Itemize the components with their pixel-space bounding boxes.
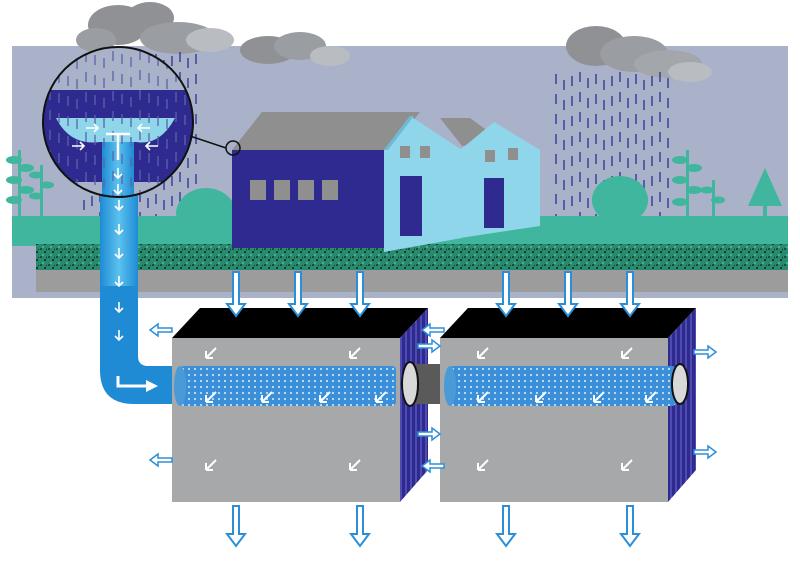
arrow-icon [477, 347, 489, 359]
building-left [232, 112, 462, 252]
arrow-icon [205, 347, 217, 359]
infiltration-chamber-2 [440, 308, 696, 502]
arrow-icon [205, 391, 217, 403]
arrow-icon [693, 444, 718, 460]
arrow-icon [375, 391, 387, 403]
down-arrow-icon [349, 505, 371, 548]
cloud-right [566, 26, 712, 82]
arrow-icon [148, 452, 173, 468]
down-arrow-icon [557, 271, 579, 318]
down-arrow-icon [349, 271, 371, 318]
down-arrow-icon [619, 505, 641, 548]
lateral-flow-arrows [148, 322, 718, 474]
tree-left [6, 150, 54, 225]
arrow-icon [417, 338, 442, 354]
building-right [440, 118, 540, 238]
arrow-icon [261, 391, 273, 403]
arrow-icon [114, 248, 124, 260]
arrow-icon [645, 391, 657, 403]
infiltration-arrows [225, 271, 641, 548]
funnel-icon [106, 132, 130, 160]
arrow-icon [114, 302, 124, 314]
pipe-flow-arrows [114, 200, 124, 342]
arrow-icon [114, 330, 124, 342]
down-arrow-icon [225, 271, 247, 318]
down-arrow-icon [619, 271, 641, 318]
arrow-icon [319, 391, 331, 403]
down-arrow-icon [287, 271, 309, 318]
arrow-icon [349, 459, 361, 471]
arrow-icon [621, 459, 633, 471]
gutter-magnifier [42, 46, 241, 198]
arrow-icon [205, 459, 217, 471]
tree-right [672, 150, 782, 225]
grass-surface [36, 244, 788, 270]
arrow-icon [593, 391, 605, 403]
arrow-icon [417, 426, 442, 442]
arrow-icon [477, 459, 489, 471]
perforated-pipe-1 [180, 366, 396, 406]
down-arrow-icon [495, 505, 517, 548]
soil-edge [36, 270, 788, 292]
chamber-flow-arrows [205, 347, 657, 471]
arrow-icon [114, 200, 124, 212]
arrow-icon [693, 344, 718, 360]
infiltration-chamber-1 [172, 308, 428, 502]
arrow-icon [535, 391, 547, 403]
arrow-icon [621, 347, 633, 359]
arrow-icon [148, 322, 173, 338]
down-arrow-icon [225, 505, 247, 548]
arrow-icon [114, 224, 124, 236]
arrow-icon [420, 322, 445, 338]
cloud-left [76, 2, 234, 54]
arrow-icon [477, 391, 489, 403]
down-arrow-icon [495, 271, 517, 318]
cloud-middle [240, 32, 350, 66]
arrow-icon [349, 347, 361, 359]
arrow-icon [114, 276, 124, 288]
perforated-pipe-2 [450, 366, 676, 406]
arrow-icon [420, 458, 445, 474]
